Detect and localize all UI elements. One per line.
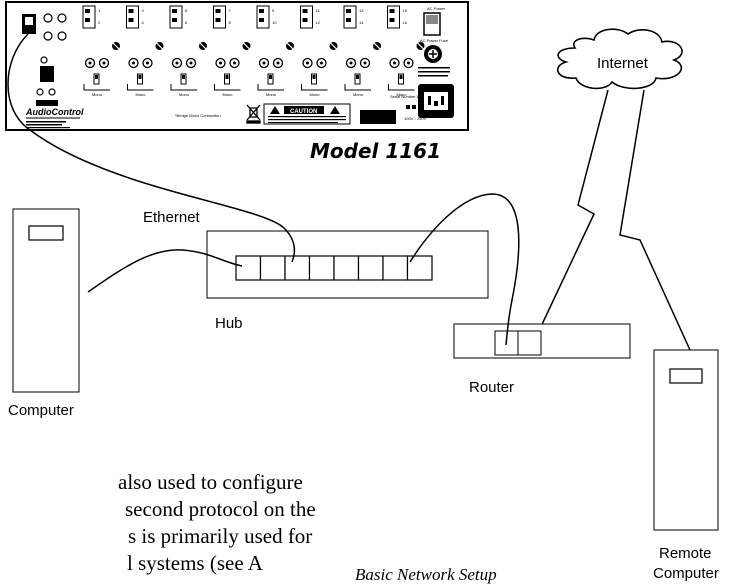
channel-number: 15 [403,8,408,13]
hub-port [235,255,262,281]
cable-panel-to-hub [7,33,296,263]
body-line-2: second protocol on the [125,497,316,521]
wan-link-remote [619,89,691,351]
router-label: Router [469,379,514,396]
hub: Hub [206,230,489,332]
caution-label: CAUTION [263,103,351,125]
channel-number: 10 [272,20,277,25]
mono-label: Mono [353,92,364,97]
mono-label: Mono [266,92,277,97]
router-port-2 [517,330,542,356]
svg-text:CAUTION: CAUTION [290,109,317,115]
router: Router [453,323,631,396]
channel-number: 8 [229,20,232,25]
channel-number: 11 [316,8,321,13]
mono-label: Mono [92,92,103,97]
channel-number: 14 [359,20,364,25]
cable-hub-to-router [409,193,520,346]
channel-number: 4 [142,20,145,25]
wan-link-router [536,89,609,336]
channel-number: 1 [98,8,101,13]
ethernet-label: Ethernet [143,209,201,226]
mono-label: Mono [397,92,408,97]
remote-computer-drive [669,368,703,384]
router-body [453,323,631,359]
channel-number: 6 [185,20,188,25]
hub-port [308,255,335,281]
svg-text:AC Power Fuse: AC Power Fuse [420,38,449,43]
serial-number-label: Serial Number [390,94,416,99]
svg-text:AC Power: AC Power [427,6,446,11]
channel-number: 2 [98,20,101,25]
channel-number: 16 [403,20,408,25]
channel-number: 3 [142,8,145,13]
channel-number: 7 [229,8,232,13]
mono-label: Mono [136,92,147,97]
hub-port [382,255,409,281]
local-computer-label: Computer [8,402,74,419]
remote-computer-label-line2: Computer [653,565,719,582]
remote-computer-label-line1: Remote [659,545,712,562]
internet-label: Internet [597,55,649,72]
local-computer: Computer [8,208,80,419]
body-line-3: s is primarily used for [128,524,312,548]
weee-bin-icon [246,104,261,124]
body-line-1: also used to configure [118,470,303,494]
channel-number: 5 [185,8,188,13]
local-computer-drive [28,225,64,241]
mono-label: Mono [223,92,234,97]
channel-number: 12 [316,20,321,25]
body-line-4: l systems (see A [127,551,264,575]
hub-port [259,255,286,281]
panel-brand: AudioControl [25,107,84,117]
panel-footnote: *Bridge Mono Connection [175,113,221,118]
serial-number-plate [360,110,396,124]
remote-computer: Remote Computer [653,349,719,582]
hub-port [284,255,311,281]
amplifier-rear-panel: 12Mono34Mono56Mono78Mono910Mono1112Mono1… [5,1,469,163]
cable-computer-to-hub [87,249,243,293]
hub-port [333,255,360,281]
svg-text:100V - 240V: 100V - 240V [404,116,427,121]
mono-label: Mono [179,92,190,97]
internet-cloud: Internet [556,28,683,90]
channel-number: 9 [272,8,275,13]
hub-port [357,255,384,281]
hub-port [406,255,433,281]
body-text: also used to configure second protocol o… [118,470,316,575]
hub-label: Hub [215,315,243,332]
mono-label: Mono [310,92,321,97]
panel-channel-modules: 12Mono34Mono56Mono78Mono910Mono1112Mono1… [82,5,425,97]
model-label: Model 1161 [310,139,441,163]
channel-number: 13 [359,8,364,13]
hub-ports [235,255,433,281]
figure-caption: Basic Network Setup [355,565,497,584]
